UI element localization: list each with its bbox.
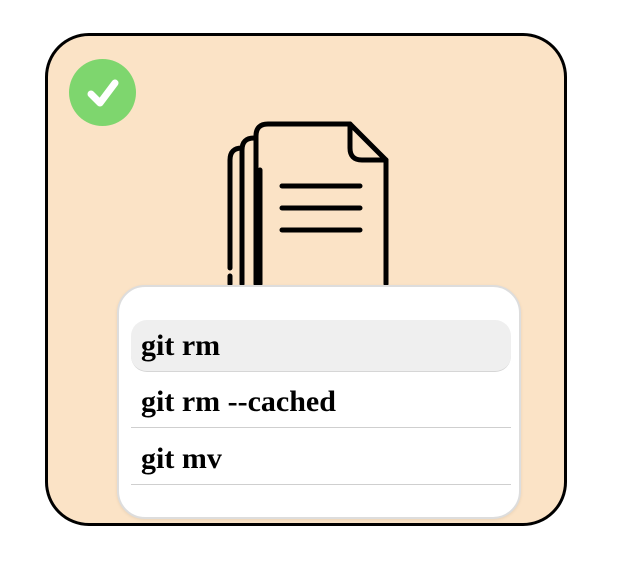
document-stack-icon	[227, 121, 389, 287]
option-git-rm[interactable]: git rm	[131, 320, 511, 372]
option-label: git rm	[141, 328, 221, 362]
option-label: git mv	[141, 441, 222, 475]
check-badge	[69, 59, 136, 126]
answer-dropdown: git rm git rm --cached git mv	[117, 285, 521, 519]
checkmark-icon	[87, 79, 118, 106]
option-label: git rm --cached	[141, 384, 336, 418]
option-git-mv[interactable]: git mv	[131, 433, 511, 485]
option-git-rm-cached[interactable]: git rm --cached	[131, 376, 511, 428]
